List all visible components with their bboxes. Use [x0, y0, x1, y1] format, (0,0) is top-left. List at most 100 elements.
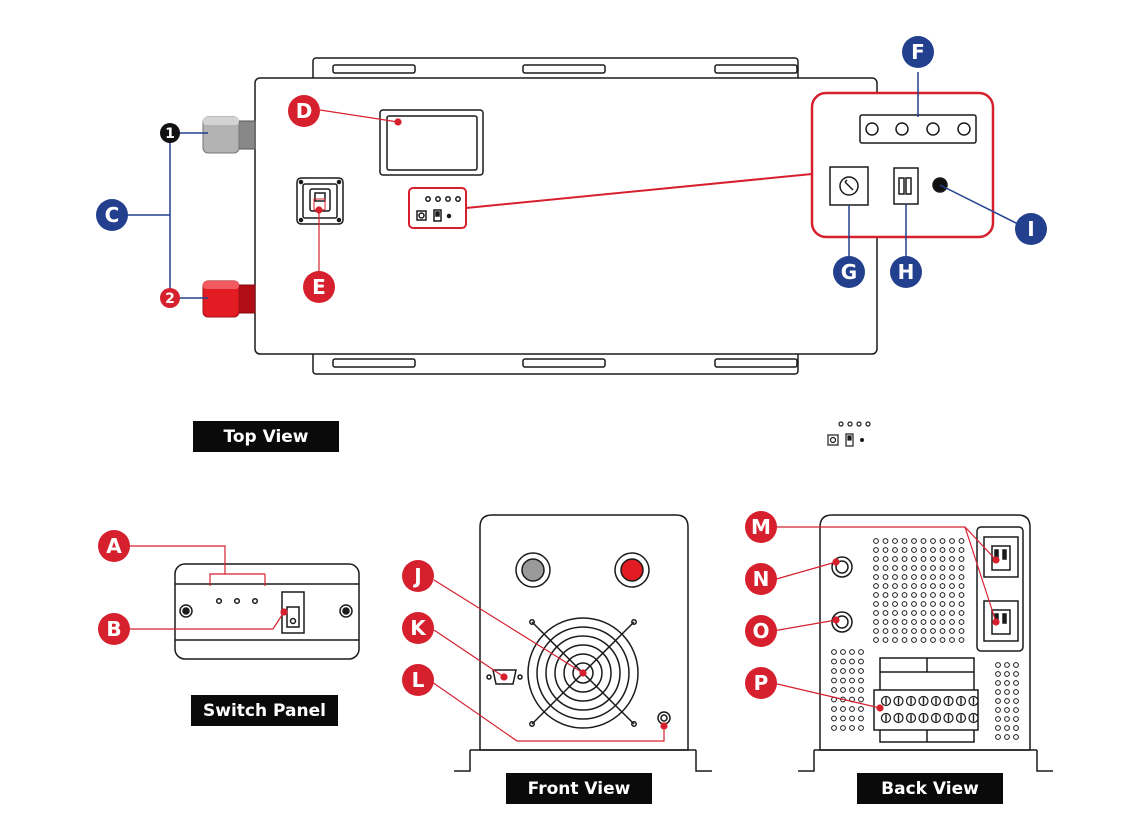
vent-hole: [911, 610, 917, 616]
terminal-screw: [905, 712, 917, 724]
vent-hole: [873, 610, 879, 616]
vent-hole: [892, 556, 898, 562]
marker-i: I: [1015, 213, 1047, 245]
vent-hole: [958, 556, 965, 562]
vent-hole: [920, 601, 927, 607]
vent-hole: [840, 649, 846, 655]
vent-hole: [831, 668, 837, 674]
vent-hole: [892, 574, 898, 580]
vent-hole: [939, 601, 946, 607]
marker-j: J: [402, 560, 434, 592]
svg-text:P: P: [754, 671, 769, 695]
vent-hole: [949, 619, 955, 625]
vent-hole: [995, 734, 1001, 740]
marker-k: K: [402, 612, 434, 644]
vent-hole: [930, 619, 936, 625]
vent-hole: [1013, 734, 1019, 740]
svg-text:M: M: [751, 515, 771, 539]
vent-hole: [930, 538, 936, 544]
vent-hole: [958, 628, 965, 634]
vent-hole: [911, 538, 917, 544]
zoom-callout: [465, 72, 1021, 262]
vent-hole: [939, 583, 946, 589]
vent-hole: [958, 565, 965, 571]
vent-hole: [911, 592, 917, 598]
standalone-control-icon: [827, 421, 871, 447]
vent-holes: [831, 538, 1019, 740]
marker-b: B: [98, 613, 130, 645]
svg-text:C: C: [105, 203, 120, 227]
vent-hole: [882, 628, 889, 634]
vent-hole: [892, 637, 898, 643]
vent-hole: [1004, 662, 1010, 668]
vent-hole: [911, 574, 917, 580]
vent-hole: [939, 538, 946, 544]
vent-hole: [1004, 725, 1010, 731]
terminal-screw: [930, 695, 942, 707]
vent-hole: [920, 556, 927, 562]
vent-hole: [930, 637, 936, 643]
vent-hole: [949, 583, 955, 589]
marker-one: 1: [160, 123, 180, 143]
vent-hole: [873, 619, 879, 625]
vent-hole: [831, 658, 837, 665]
vent-hole: [840, 715, 846, 722]
switch-panel: [174, 563, 360, 660]
vent-hole: [1004, 707, 1010, 713]
back-leaders: [772, 526, 1000, 712]
vent-hole: [849, 706, 855, 712]
vent-hole: [873, 547, 879, 553]
vent-hole: [1013, 671, 1019, 677]
vent-hole: [930, 583, 936, 589]
vent-hole: [995, 698, 1001, 704]
vent-hole: [858, 677, 864, 684]
vent-hole: [892, 538, 898, 544]
vent-hole: [930, 628, 936, 634]
vent-hole: [901, 556, 908, 562]
vent-hole: [873, 637, 879, 643]
vent-hole: [873, 574, 879, 580]
usb-port-icon: [296, 177, 344, 225]
bottom-flange: [312, 351, 799, 375]
vent-hole: [873, 583, 879, 589]
marker-f: F: [902, 36, 934, 68]
vent-hole: [892, 601, 898, 607]
vent-hole: [901, 628, 908, 634]
vent-hole: [949, 592, 955, 598]
vent-hole: [849, 668, 855, 674]
vent-hole: [1013, 725, 1019, 731]
terminal-screw: [968, 712, 979, 724]
vent-hole: [920, 637, 927, 643]
vent-hole: [882, 547, 889, 553]
vent-hole: [849, 687, 855, 693]
svg-text:A: A: [106, 534, 122, 558]
vent-hole: [958, 547, 965, 553]
c-bracket: [114, 132, 208, 299]
terminal-screw: [943, 695, 954, 707]
vent-hole: [849, 677, 855, 684]
vent-hole: [892, 619, 898, 625]
vent-hole: [958, 601, 965, 607]
vent-hole: [958, 619, 965, 625]
svg-text:G: G: [841, 260, 857, 284]
vent-hole: [831, 677, 837, 684]
small-control-area: [416, 196, 461, 222]
vent-hole: [939, 637, 946, 643]
vent-hole: [858, 687, 864, 693]
front-leaders: [431, 579, 668, 742]
svg-text:J: J: [412, 564, 421, 588]
vent-hole: [882, 583, 889, 589]
vent-hole: [911, 565, 917, 571]
vent-hole: [939, 565, 946, 571]
vent-hole: [911, 628, 917, 634]
vent-hole: [882, 556, 889, 562]
vent-hole: [920, 628, 927, 634]
vent-hole: [930, 565, 936, 571]
front-view: [454, 514, 712, 772]
terminal-screw: [918, 695, 929, 707]
top-view-label: Top View: [193, 421, 339, 452]
svg-text:F: F: [911, 40, 925, 64]
vent-hole: [939, 610, 946, 616]
vent-hole: [873, 601, 879, 607]
